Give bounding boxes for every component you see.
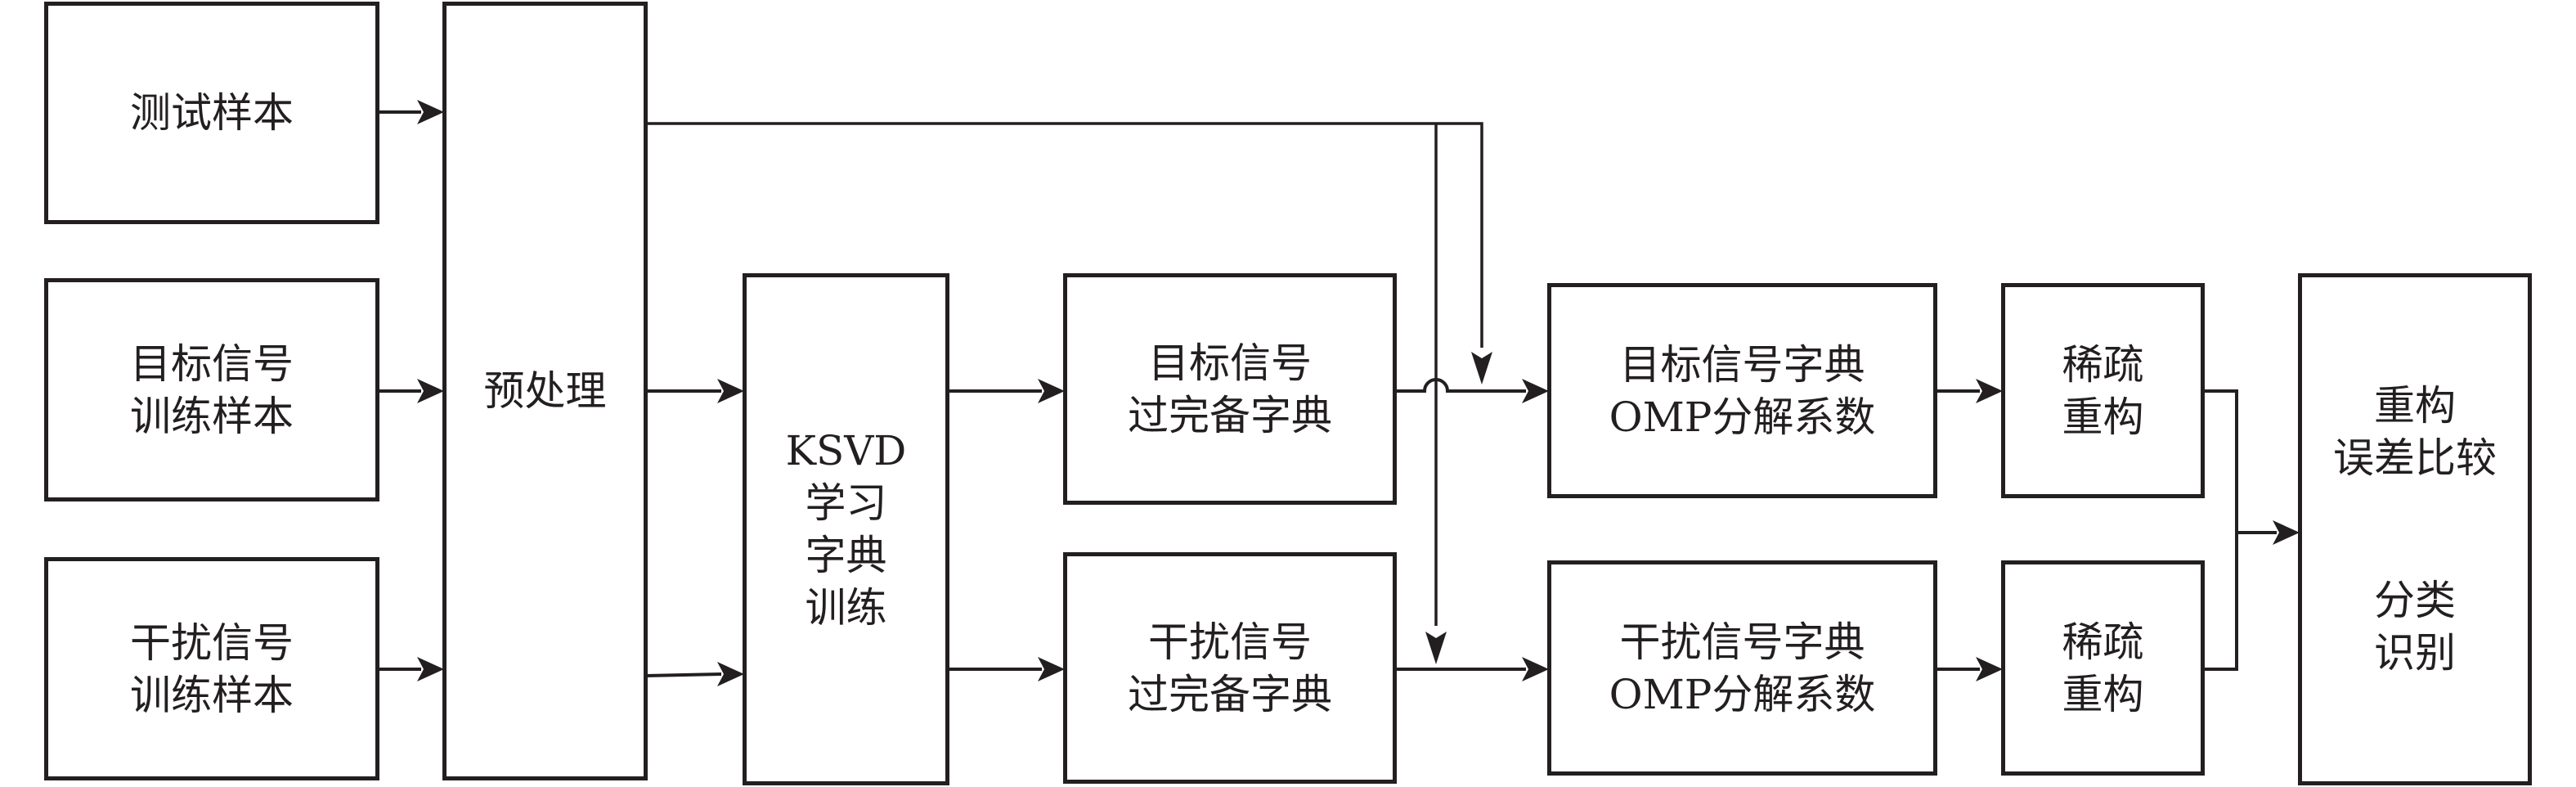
- node-interf-train-sample: 干扰信号 训练样本: [44, 557, 379, 780]
- node-label: 识别: [2374, 629, 2456, 677]
- edge-preprocess-bus-target: [646, 122, 1483, 348]
- arrowhead: [417, 657, 444, 681]
- node-label: 目标信号: [130, 340, 294, 388]
- node-label: 训练样本: [130, 671, 294, 719]
- node-label: KSVD: [785, 427, 907, 474]
- arrowhead: [717, 379, 744, 403]
- node-label: OMP分解系数: [1609, 393, 1876, 441]
- arrowhead: [1976, 379, 2003, 403]
- arrowhead: [417, 379, 444, 403]
- node-label: 测试样本: [130, 89, 294, 137]
- node-test-sample: 测试样本: [44, 2, 379, 224]
- node-label: 干扰信号: [1148, 618, 1312, 666]
- node-label: OMP分解系数: [1609, 670, 1876, 718]
- node-ksvd-training: KSVD 学习 字典 训练: [743, 273, 949, 785]
- node-label: 学习: [805, 479, 887, 527]
- node-target-train-sample: 目标信号 训练样本: [44, 278, 379, 501]
- edge-preprocess-to-ksvd-lower: [645, 672, 722, 677]
- arrowhead: [1038, 379, 1065, 403]
- node-preprocess: 预处理: [442, 2, 648, 780]
- edge-sparse-merge: [2203, 389, 2238, 671]
- node-label: 重构: [2374, 382, 2456, 429]
- node-label: 目标信号: [1148, 339, 1312, 387]
- node-label: 稀疏: [2062, 618, 2144, 666]
- arrowhead: [417, 100, 444, 124]
- arrowhead-down: [1471, 352, 1492, 385]
- node-label: 重构: [2062, 393, 2144, 441]
- node-label: 目标信号字典: [1619, 340, 1865, 389]
- node-label: 过完备字典: [1128, 391, 1332, 439]
- node-label: 预处理: [483, 367, 607, 415]
- node-interf-sparse-reconstruct: 稀疏 重构: [2001, 560, 2205, 776]
- node-target-dictionary: 目标信号 过完备字典: [1063, 273, 1397, 505]
- node-label: 误差比较: [2333, 434, 2497, 482]
- arrowhead: [1038, 657, 1065, 681]
- node-label: 过完备字典: [1128, 670, 1332, 718]
- node-target-sparse-reconstruct: 稀疏 重构: [2001, 283, 2205, 498]
- arrowhead: [717, 662, 744, 686]
- node-interf-omp: 干扰信号字典 OMP分解系数: [1547, 560, 1937, 776]
- arrowhead: [1976, 657, 2003, 681]
- node-label: 分类: [2374, 577, 2456, 624]
- node-target-omp: 目标信号字典 OMP分解系数: [1547, 283, 1937, 498]
- node-interf-dictionary: 干扰信号 过完备字典: [1063, 552, 1397, 784]
- node-label: 稀疏: [2062, 340, 2144, 389]
- node-label: 训练样本: [130, 392, 294, 440]
- arrowhead-down: [1425, 632, 1447, 664]
- node-label: 重构: [2062, 670, 2144, 718]
- arrowhead: [1522, 657, 1549, 681]
- node-label: 训练: [805, 584, 887, 632]
- node-label: 干扰信号: [130, 618, 294, 667]
- edge-target-dict-to-omp: [1395, 378, 1526, 393]
- node-error-compare-classify: 重构 误差比较 分类 识别: [2298, 273, 2532, 785]
- node-label: 字典: [805, 532, 887, 579]
- arrowhead: [2273, 520, 2300, 545]
- node-label: 干扰信号字典: [1619, 618, 1865, 666]
- arrowhead: [1522, 379, 1549, 403]
